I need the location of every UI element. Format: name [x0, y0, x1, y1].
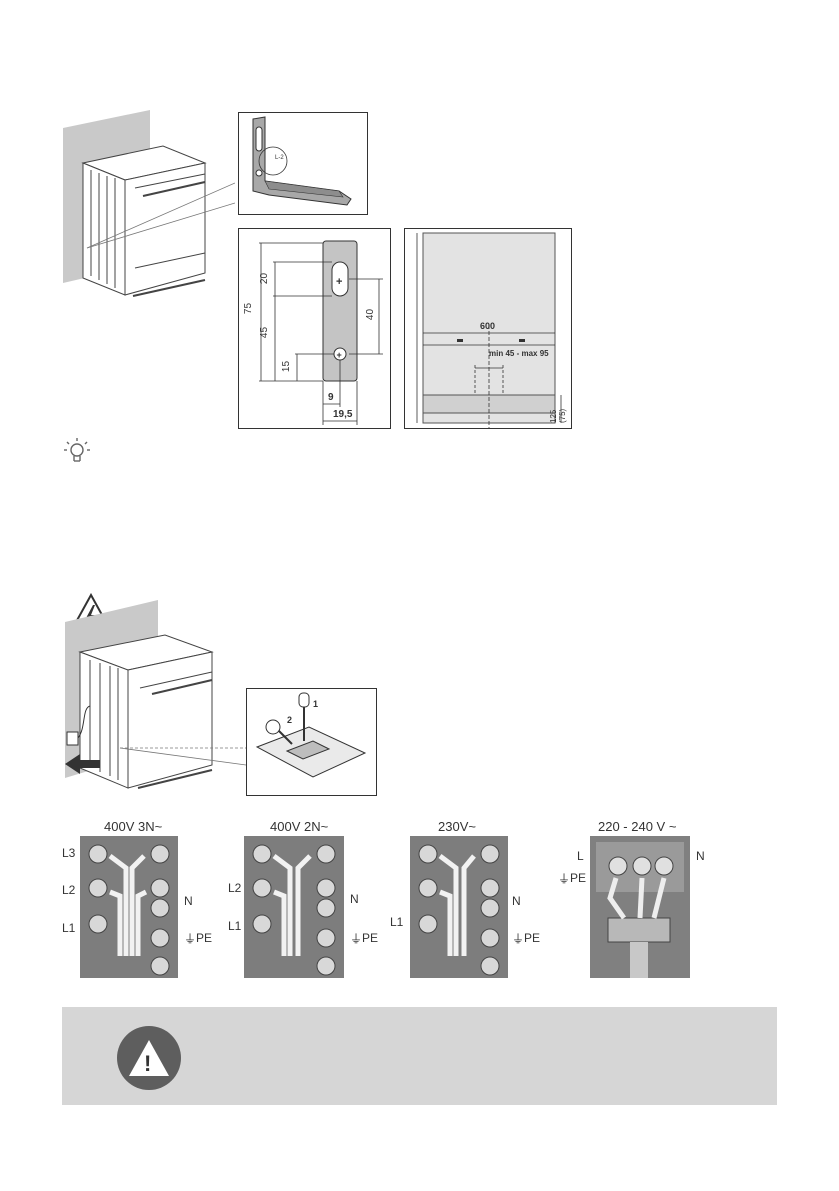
- terminal-block-400v-3n: [80, 836, 178, 978]
- dim-45-label: 45: [259, 326, 271, 339]
- zoom-line: [86, 202, 235, 249]
- cooker-body: [81, 145, 207, 297]
- label-l: L: [577, 849, 584, 863]
- warning-symbol: !: [144, 1051, 152, 1076]
- label-l3: L3: [62, 846, 76, 860]
- dim-19-5-label: 19,5: [333, 409, 353, 420]
- wall-dimension-drawing: [416, 232, 562, 428]
- label-n: N: [350, 892, 359, 906]
- side-height-label: 125 (75): [549, 408, 567, 423]
- cooker-wall-illustration: [63, 110, 235, 297]
- step-2-label: 2: [287, 715, 293, 725]
- arrow-icon: [65, 754, 100, 774]
- terminal-title-400v-2n: 400V 2N~: [270, 819, 329, 834]
- label-pe: PE: [524, 931, 541, 945]
- label-n: N: [184, 894, 193, 908]
- svg-text:+: +: [337, 350, 342, 360]
- earth-icon: ⏚: [558, 872, 571, 886]
- dim-40-label: 40: [365, 308, 377, 321]
- lightbulb-icon: [64, 438, 90, 462]
- label-l1: L1: [228, 919, 242, 933]
- label-l2: L2: [228, 881, 242, 895]
- terminal-title-400v-3n: 400V 3N~: [104, 819, 163, 834]
- svg-text:+: +: [336, 276, 342, 288]
- cooker-body: [78, 634, 214, 789]
- svg-text:L-2: L-2: [275, 155, 284, 161]
- dim-75-label: 75: [243, 302, 255, 315]
- dim-600-label: 600: [480, 321, 496, 331]
- label-l1: L1: [62, 921, 76, 935]
- label-n: N: [512, 894, 521, 908]
- warning-band: [62, 1007, 777, 1105]
- terminal-title-230v: 230V~: [438, 819, 476, 834]
- bracket-dimension-drawing: + +: [259, 240, 383, 425]
- terminal-cover-drawing: [255, 692, 367, 778]
- cooker-connection-illustration: [65, 600, 247, 789]
- power-cable: [77, 705, 91, 739]
- hole-spacing-label: min 45 - max 95: [489, 349, 549, 358]
- zoom-line: [86, 182, 235, 249]
- dim-15-label: 15: [281, 360, 293, 373]
- exclamation-warning-icon: !: [117, 1026, 181, 1090]
- label-pe: PE: [362, 931, 379, 945]
- terminal-cover-detail-panel: 1 2: [246, 688, 377, 796]
- terminal-title-220-240v: 220 - 240 V ~: [598, 819, 677, 834]
- earth-icon: ⏚: [350, 932, 363, 946]
- bracket-detail-drawing: L-2: [252, 116, 352, 206]
- bracket-dimension-panel: + + 75 20 45 15 40 9 19,5: [238, 228, 391, 429]
- zoom-line: [119, 747, 247, 766]
- bracket-detail-panel: L-2: [238, 112, 368, 215]
- label-l2: L2: [62, 883, 76, 897]
- label-pe: PE: [196, 931, 213, 945]
- earth-icon: ⏚: [184, 932, 197, 946]
- earth-icon: ⏚: [512, 932, 525, 946]
- label-l1: L1: [390, 915, 404, 929]
- label-n: N: [696, 849, 705, 863]
- wall-dimension-panel: 600 min 45 - max 95 125 (75): [404, 228, 572, 429]
- terminal-block-230v: [410, 836, 508, 978]
- step-1-label: 1: [313, 699, 319, 709]
- wall-socket: [66, 731, 79, 746]
- label-pe: PE: [570, 871, 587, 885]
- dim-9-label: 9: [328, 392, 334, 403]
- terminal-block-400v-2n: [244, 836, 344, 978]
- dim-20-label: 20: [259, 272, 271, 285]
- terminal-block-220-240v: [590, 836, 690, 978]
